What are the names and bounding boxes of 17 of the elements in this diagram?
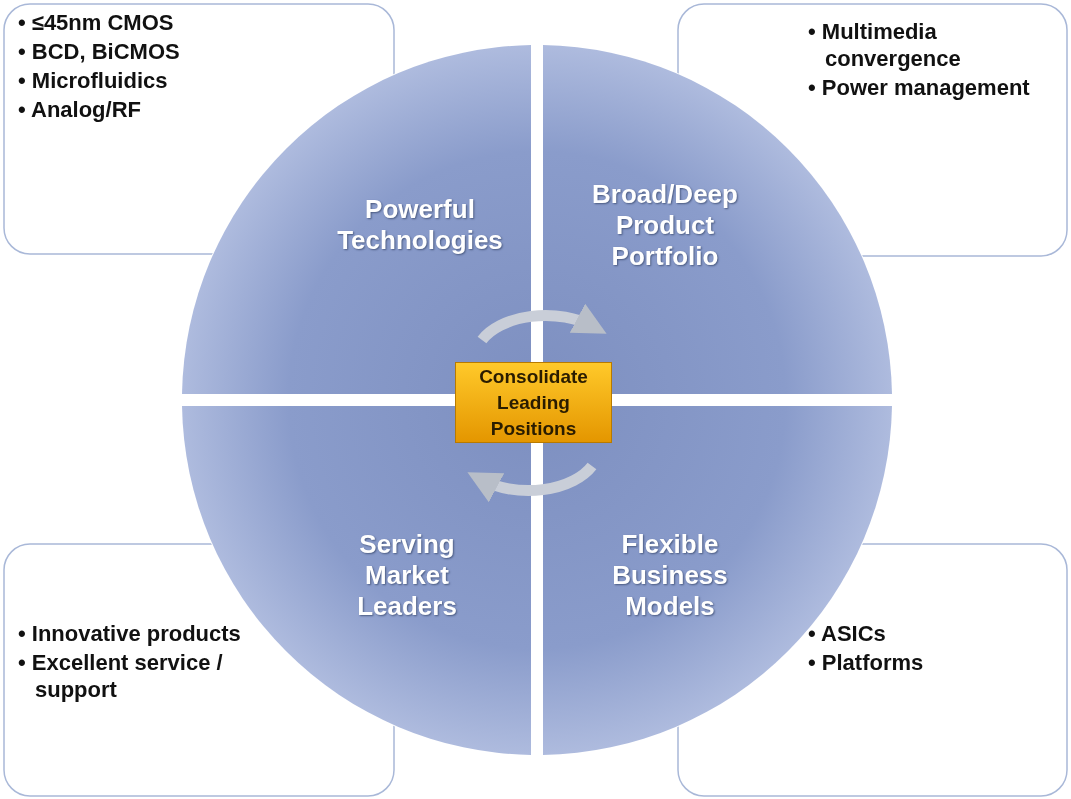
quadrant-title: Powerful Technologies [336, 194, 504, 256]
center-box: Consolidate Leading Positions [455, 362, 612, 443]
bullet-item: • Multimedia convergence [808, 18, 962, 72]
bullet-item: • ASICs [808, 620, 887, 647]
curved-arrow [477, 304, 607, 344]
bullet-item: • BCD, BiCMOS [18, 38, 181, 65]
quadrant-title: Serving Market Leaders [356, 528, 458, 622]
bullet-item: • Platforms [808, 649, 925, 676]
bullet-item: • ≤45nm CMOS [18, 9, 175, 36]
bullet-item: • Excellent service / support [18, 649, 224, 703]
bullet-item: • Power management [808, 74, 1031, 101]
bullet-item: • Analog/RF [18, 96, 142, 123]
quadrant-title: Broad/Deep Product Portfolio [591, 178, 739, 272]
curved-arrow [467, 462, 597, 502]
bullet-item: • Microfluidics [18, 67, 169, 94]
bullet-item: • Innovative products [18, 620, 242, 647]
quadrant-title: Flexible Business Models [611, 528, 729, 622]
